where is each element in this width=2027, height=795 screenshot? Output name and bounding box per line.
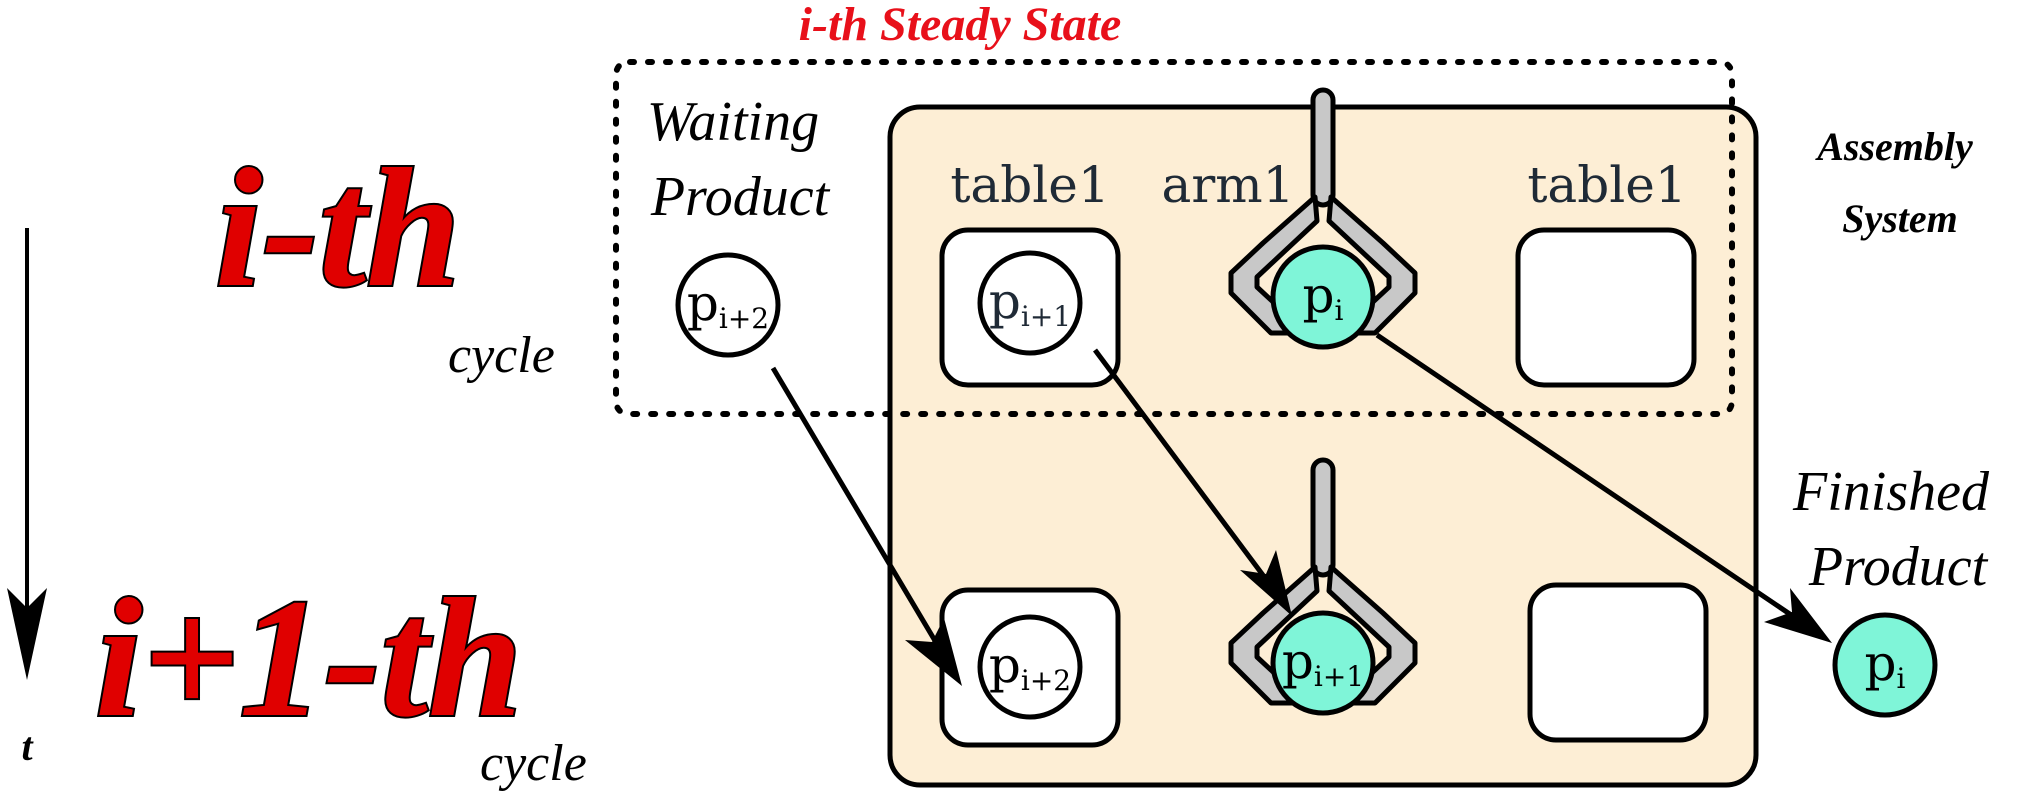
product-arm-top: pi [1270,244,1376,350]
svg-text:pi: pi [1865,634,1906,695]
table-left-label: table1 [950,156,1109,214]
time-label: t [21,724,34,769]
cycle-next-word: cycle [480,735,587,792]
waiting-product-label: Waiting Product [647,91,833,228]
svg-text:pi+1: pi+1 [1282,632,1364,693]
time-arrowhead [7,588,47,680]
svg-text:pi: pi [1303,266,1344,327]
product-arm-bottom: pi+1 [1270,610,1376,716]
steady-state-region [613,59,1735,417]
svg-text:pi+1: pi+1 [989,272,1071,333]
assembly-system-label: Assembly System [1814,124,1983,241]
product-table-left-bottom: pi+2 [977,614,1083,720]
cycle-next-label: i+1-th [95,564,523,752]
table-right-label: table1 [1527,156,1686,214]
cycle-current-word: cycle [448,327,555,384]
finished-product-label: Finished Product [1792,461,2003,598]
product-table-left-top: pi+1 [977,250,1083,356]
product-waiting: pi+2 [675,252,781,358]
arrow-waiting-to-table [770,366,962,686]
svg-text:pi+2: pi+2 [687,274,769,335]
arm-label: arm1 [1162,156,1295,214]
svg-text:pi+2: pi+2 [989,636,1071,697]
steady-state-title: i-th Steady State [799,0,1122,51]
product-finished: pi [1832,612,1938,718]
arrow-table-to-arm [1092,348,1292,616]
table-right-top [1515,227,1697,388]
table-right-bottom [1527,582,1709,743]
cycle-current-label: i-th [215,134,461,322]
arrow-arm-to-finished [1375,332,1832,643]
